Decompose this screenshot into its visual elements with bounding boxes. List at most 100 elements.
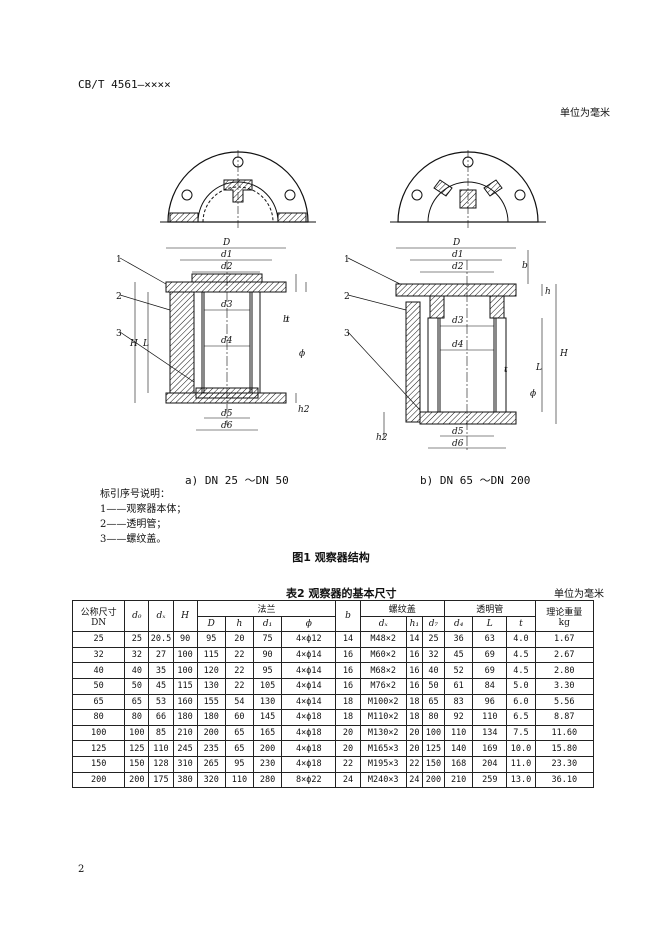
table-cell: 125 [421, 740, 446, 757]
table-cell: 2.67 [534, 646, 595, 664]
table-cell: 20 [405, 740, 423, 757]
fig-a-dim-d3: d3 [221, 300, 233, 310]
page-number: 2 [78, 864, 85, 875]
table-cell: 95 [252, 662, 283, 679]
table-cell: 110 [224, 771, 254, 789]
col-t-header: t [506, 615, 536, 633]
figure-notes: 标引序号说明： 1——观察器本体； 2——透明管； 3——螺纹盖。 [100, 487, 186, 547]
table-cell: 150 [421, 755, 446, 773]
table-cell: 69 [472, 646, 508, 664]
table-cell: 134 [472, 724, 508, 742]
structure-drawing: 1 2 3 D d1 d2 d3 d4 d5 d6 H L t b ϕ h2 [116, 150, 568, 450]
col-d4-header: d₄ [444, 615, 474, 633]
table-cell: 80 [124, 709, 150, 726]
col-H-header: H [172, 599, 198, 633]
fig-b-dim-d2: d2 [452, 262, 464, 272]
fig-a-label-3: 3 [116, 329, 122, 339]
table-cell: M100×2 [359, 693, 407, 711]
table-cell: 169 [472, 740, 508, 757]
notes-title: 标引序号说明： [100, 489, 170, 500]
table-cell: 16 [335, 677, 361, 695]
table-cell: 22 [224, 662, 254, 679]
table-cell: 115 [196, 646, 226, 664]
table-cell: 110 [472, 709, 508, 726]
table-cell: 265 [196, 755, 226, 773]
table-cell: 150 [124, 755, 150, 773]
fig-a-dim-d6: d6 [221, 421, 233, 431]
table-cell: 100 [124, 724, 150, 742]
table-cell: 95 [196, 631, 226, 648]
table-cell: 36.10 [534, 771, 595, 789]
table-cell: 63 [472, 631, 508, 648]
table-cell: 90 [252, 646, 283, 664]
table-cell: 36 [444, 631, 474, 648]
table-cell: 100 [71, 724, 126, 742]
fig-b-label-1: 1 [344, 255, 350, 265]
table-cell: 35 [148, 662, 174, 679]
col-D-header: D [196, 615, 226, 633]
table-cell: 150 [71, 755, 126, 773]
table-cell: 25 [124, 631, 150, 648]
table-cell: 20 [224, 631, 254, 648]
table-cell: 40 [71, 662, 126, 679]
table-cell: 235 [196, 740, 226, 757]
col-b-header: b [335, 599, 361, 633]
table-cell: 66 [148, 709, 174, 726]
fig-a-dim-d5: d5 [221, 409, 233, 419]
table-cell: 32 [71, 646, 126, 664]
table-cell: 18 [335, 709, 361, 726]
table-cell: 69 [472, 662, 508, 679]
table-cell: 65 [421, 693, 446, 711]
table-cell: 50 [124, 677, 150, 695]
table-cell: 110 [148, 740, 174, 757]
table-cell: 180 [196, 709, 226, 726]
table-cell: M110×2 [359, 709, 407, 726]
col-h1-header: h₁ [405, 615, 423, 633]
table-cell: 125 [71, 740, 126, 757]
table-cell: 200 [71, 771, 126, 789]
table-cell: 10.0 [506, 740, 536, 757]
table-cell: 7.5 [506, 724, 536, 742]
table-cell: 4×ϕ18 [281, 755, 337, 773]
table-cell: M68×2 [359, 662, 407, 679]
table-cell: 145 [252, 709, 283, 726]
fig-a-dim-t: t [286, 315, 290, 325]
table-cell: M240×3 [359, 771, 407, 789]
table-cell: 8.87 [534, 709, 595, 726]
table-cell: 32 [421, 646, 446, 664]
table-cell: 65 [124, 693, 150, 711]
fig-a-dim-phi: ϕ [299, 349, 305, 359]
table-cell: 110 [444, 724, 474, 742]
figure-caption-a: a) DN 25 ～DN 50 [185, 474, 289, 487]
table-cell: 128 [148, 755, 174, 773]
table-cell: 27 [148, 646, 174, 664]
table-cell: 4×ϕ14 [281, 662, 337, 679]
table-cell: 4.0 [506, 631, 536, 648]
table-cell: 20 [335, 724, 361, 742]
col-d7-header: d₇ [421, 615, 446, 633]
fig-a-dim-d4: d4 [221, 336, 233, 346]
table-cell: 83 [444, 693, 474, 711]
table-cell: 380 [172, 771, 198, 789]
table-cell: 5.56 [534, 693, 595, 711]
table-cell: 23.30 [534, 755, 595, 773]
table-cell: 50 [421, 677, 446, 695]
unit-note: 单位为毫米 [560, 108, 610, 119]
table-cell: 84 [472, 677, 508, 695]
table-cell: 210 [172, 724, 198, 742]
table-cell: 200 [421, 771, 446, 789]
table-cell: 90 [172, 631, 198, 648]
fig-b-dim-h2: h2 [376, 433, 388, 443]
table-cell: 100 [421, 724, 446, 742]
table-cell: 40 [124, 662, 150, 679]
drawing-b [347, 150, 557, 450]
standard-code: CB/T 4561—×××× [78, 78, 171, 91]
table-cell: 18 [335, 693, 361, 711]
col-d1-header: d₁ [252, 615, 283, 633]
